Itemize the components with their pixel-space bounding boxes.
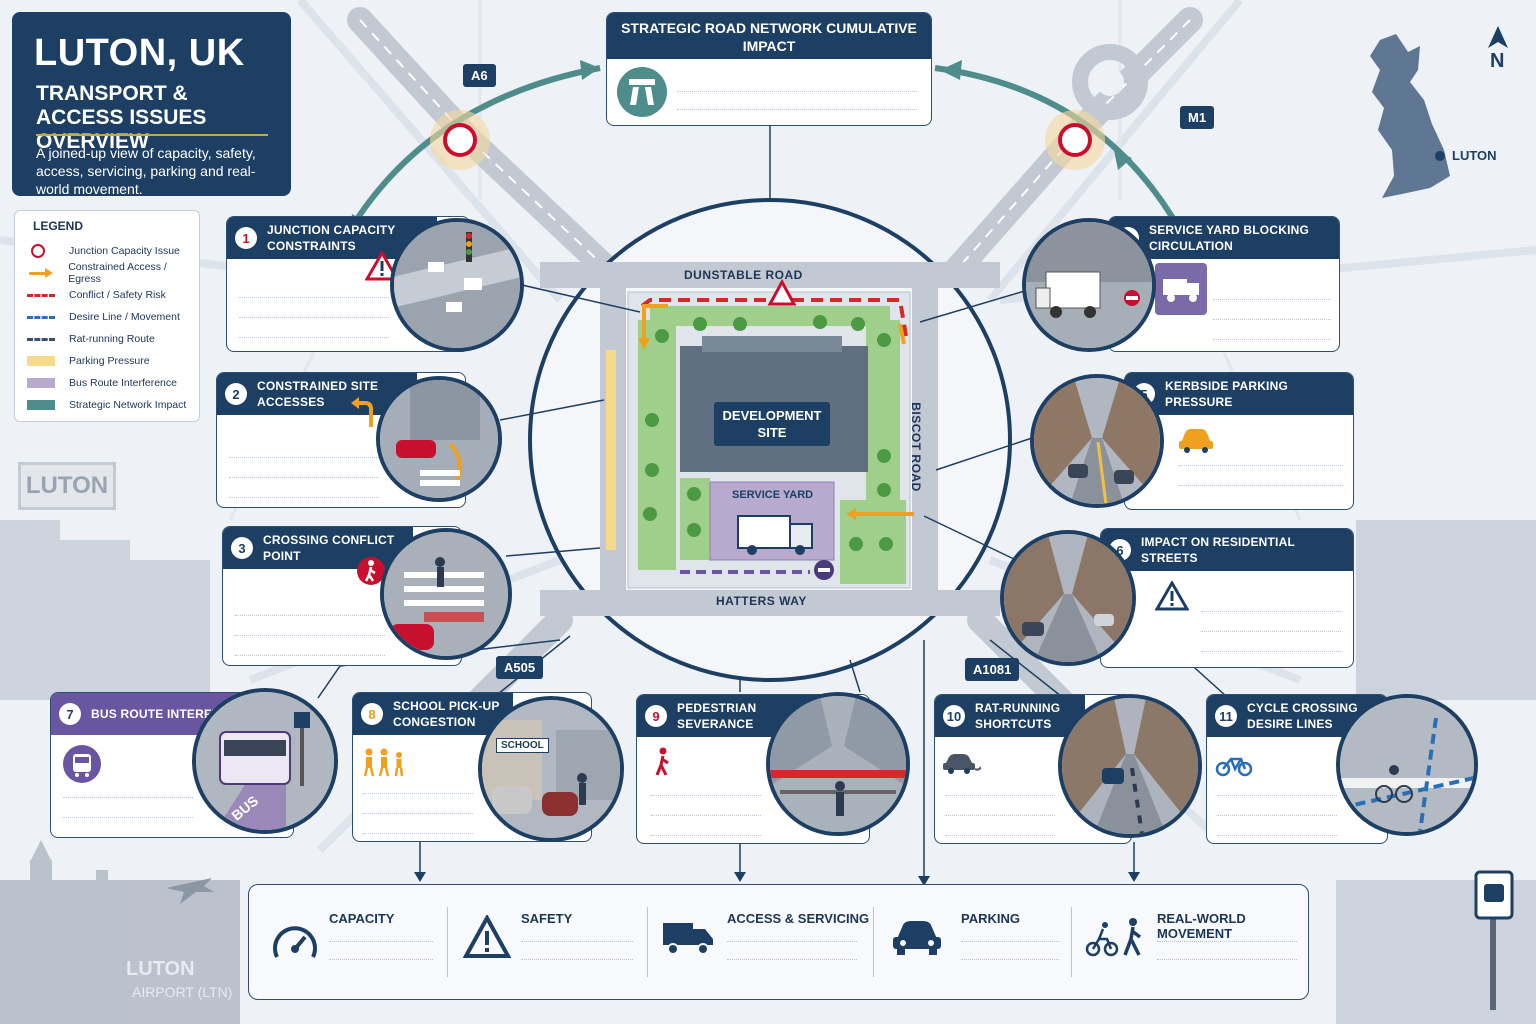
road-tag-a505: A505	[496, 656, 544, 679]
orange-arrow-icon	[27, 267, 56, 279]
issue-title: PEDESTRIAN SEVERANCE	[677, 701, 757, 731]
legend-item: Strategic Network Impact	[27, 397, 186, 413]
legend-item: Desire Line / Movement	[27, 309, 180, 325]
issue-title: JUNCTION CAPACITY CONSTRAINTS	[267, 223, 396, 253]
site-access-photo	[376, 376, 502, 502]
road-label-biscot: BISCOT ROAD	[909, 402, 923, 492]
walk-cycle-icon	[1085, 918, 1142, 957]
truck-icon	[663, 923, 713, 955]
road-tag-m1: M1	[1180, 106, 1215, 129]
category-label: ACCESS & SERVICING	[727, 911, 870, 926]
red-dashed-line	[27, 289, 57, 301]
family-icon	[363, 748, 404, 777]
page-description: A joined-up view of capacity, safety, ac…	[36, 145, 256, 197]
title-divider	[36, 134, 268, 136]
service-yard-label: SERVICE YARD	[732, 489, 814, 501]
car-icon	[943, 754, 981, 774]
car-icon	[1179, 429, 1213, 453]
issue-title: SERVICE YARD BLOCKING CIRCULATION	[1149, 223, 1310, 253]
residential-street-photo	[1000, 530, 1136, 666]
issue-title: CROSSING CONFLICT POINT	[263, 533, 395, 563]
issue-title: RAT-RUNNING SHORTCUTS	[975, 701, 1061, 731]
car-icon	[893, 921, 941, 955]
legend-item: Rat-running Route	[27, 331, 155, 347]
category-safety[interactable]: SAFETY	[449, 885, 649, 1001]
bus-route-photo: BUS	[192, 688, 338, 834]
legend-item: Bus Route Interference	[27, 375, 177, 391]
warning-triangle-icon	[463, 915, 511, 958]
category-label: SAFETY	[521, 911, 573, 926]
issue-title: KERBSIDE PARKING PRESSURE	[1165, 379, 1288, 409]
strategic-network-panel: STRATEGIC ROAD NETWORK CUMULATIVE IMPACT	[606, 12, 932, 126]
legend-panel: LEGEND Junction Capacity Issue Constrain…	[14, 210, 200, 422]
rat-running-photo	[1058, 694, 1202, 838]
speedometer-icon	[273, 926, 317, 958]
title-panel: LUTON, UK TRANSPORT & ACCESS ISSUES OVER…	[12, 12, 291, 197]
road-label-dunstable: DUNSTABLE ROAD	[684, 268, 803, 282]
school-photo: SCHOOL	[478, 696, 624, 842]
junction-photo	[390, 218, 524, 352]
category-label: REAL-WORLD MOVEMENT	[1157, 911, 1246, 941]
category-label: CAPACITY	[329, 911, 395, 926]
crossing-photo	[380, 528, 512, 660]
yellow-band	[27, 355, 57, 367]
bus-icon	[63, 745, 101, 783]
airport-city-label: LUTON	[126, 958, 195, 980]
road-tag-a1081: A1081	[965, 658, 1020, 681]
page-title: LUTON, UK	[34, 32, 245, 74]
category-capacity[interactable]: CAPACITY	[249, 885, 449, 1001]
road-tag-a6: A6	[463, 64, 496, 87]
bicycle-icon	[1215, 757, 1253, 777]
navy-dashed-line	[27, 333, 57, 345]
service-yard-photo	[1022, 218, 1156, 352]
cycle-crossing-photo	[1336, 694, 1478, 836]
map-place-label: LUTON	[1452, 148, 1497, 163]
legend-title: LEGEND	[33, 219, 84, 233]
impact-categories-bar: CAPACITY SAFETY ACCESS & SERVICING PARKI…	[248, 884, 1309, 1000]
development-site-label: DEVELOPMENT SITE	[714, 402, 830, 446]
legend-item: Conflict / Safety Risk	[27, 287, 166, 303]
legend-item: Junction Capacity Issue	[27, 243, 180, 259]
category-label: PARKING	[961, 911, 1020, 926]
airport-label: AIRPORT (LTN)	[132, 984, 233, 1000]
issue-title: IMPACT ON RESIDENTIAL STREETS	[1141, 535, 1295, 565]
red-ring-icon	[27, 244, 57, 258]
north-label: N	[1490, 50, 1505, 72]
road-label-hatters: HATTERS WAY	[716, 594, 807, 608]
strategic-network-title: STRATEGIC ROAD NETWORK CUMULATIVE IMPACT	[607, 13, 931, 59]
kerbside-parking-photo	[1030, 374, 1164, 508]
luton-sign: LUTON	[18, 462, 116, 510]
legend-item: Constrained Access / Egress	[27, 261, 199, 285]
blue-dashed-line	[27, 311, 57, 323]
teal-band	[27, 399, 57, 411]
turn-arrow-icon	[351, 397, 373, 427]
category-real-world-movement[interactable]: REAL-WORLD MOVEMENT	[1073, 885, 1309, 1001]
severance-photo	[766, 692, 910, 836]
warning-triangle-icon	[1155, 581, 1189, 611]
category-parking[interactable]: PARKING	[875, 885, 1071, 1001]
legend-item: Parking Pressure	[27, 353, 150, 369]
truck-icon	[1155, 263, 1207, 315]
category-access-servicing[interactable]: ACCESS & SERVICING	[649, 885, 873, 1001]
issue-title: SCHOOL PICK-UP CONGESTION	[393, 699, 500, 729]
motorway-icon	[617, 67, 667, 117]
pedestrian-icon	[655, 747, 669, 776]
purple-band	[27, 377, 57, 389]
issue-title: CYCLE CROSSING DESIRE LINES	[1247, 701, 1358, 731]
issue-title: CONSTRAINED SITE ACCESSES	[257, 379, 379, 409]
school-sign: SCHOOL	[496, 738, 549, 753]
warning-triangle-icon	[365, 251, 399, 281]
